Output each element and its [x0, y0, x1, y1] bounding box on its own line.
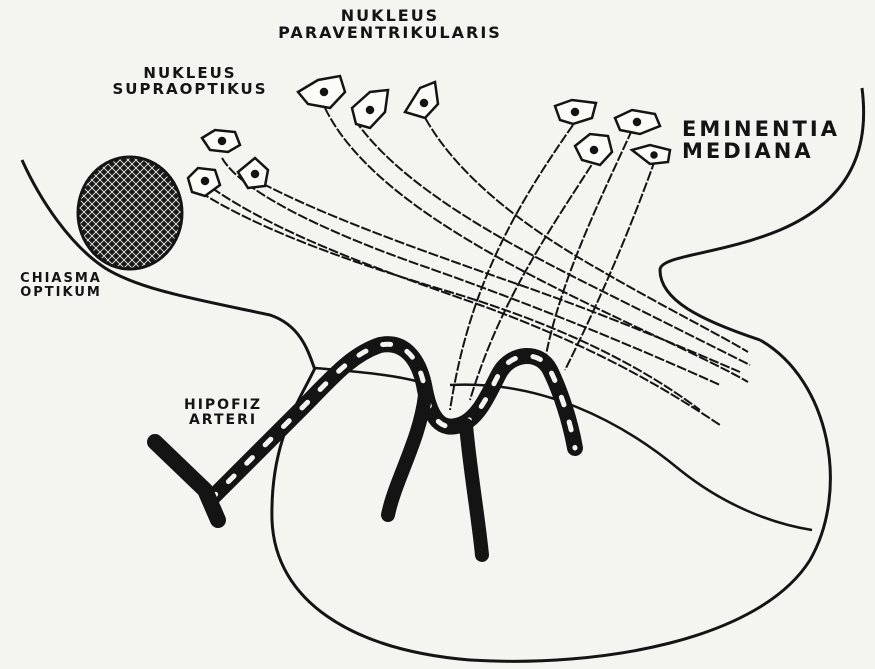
label-hipofiz-arteri-line1: HIPOFIZ [178, 398, 268, 413]
pituitary-lobe-divider [450, 385, 812, 530]
optic-chiasm [78, 157, 182, 269]
label-hipofiz-arteri: HIPOFIZ ARTERI [178, 398, 268, 427]
label-chiasma-opticum-line1: CHIASMA [6, 272, 116, 286]
label-nucleus-paraventricularis: NUKLEUS PARAVENTRIKULARIS [270, 8, 510, 42]
label-eminentia-mediana: EMINENTIA MEDIANA [682, 118, 840, 162]
label-chiasma-opticum: CHIASMA OPTIKUM [6, 272, 116, 299]
label-nucleus-paraventricularis-line2: PARAVENTRIKULARIS [270, 25, 510, 42]
label-chiasma-opticum-line2: OPTIKUM [6, 286, 116, 300]
hypophyseal-artery-stub [155, 442, 218, 520]
label-nucleus-supraopticus: NUKLEUS SUPRAOPTIKUS [90, 66, 290, 98]
label-eminentia-mediana-line2: MEDIANA [682, 140, 840, 162]
label-eminentia-mediana-line1: EMINENTIA [682, 118, 840, 140]
label-hipofiz-arteri-line2: ARTERI [178, 413, 268, 428]
label-nucleus-supraopticus-line2: SUPRAOPTIKUS [90, 82, 290, 98]
